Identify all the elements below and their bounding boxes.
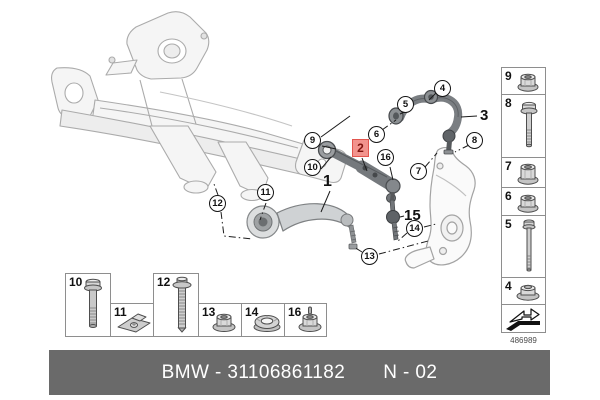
callout-11[interactable]: 11 xyxy=(257,184,274,201)
cell-number: 7 xyxy=(505,159,512,173)
bottom-cell-14[interactable]: 14 xyxy=(241,303,285,337)
sidebar-cell-6[interactable]: 6 xyxy=(501,187,546,216)
callout-13[interactable]: 13 xyxy=(361,248,378,265)
callout-6[interactable]: 6 xyxy=(368,126,385,143)
tension-strut-drawing xyxy=(246,203,358,250)
sidebar-cell-9[interactable]: 9 xyxy=(501,67,546,95)
bottom-cell-10[interactable]: 10 xyxy=(65,273,111,337)
hex-flange-bolt-icon xyxy=(80,276,108,334)
self-locking-nut-icon xyxy=(514,280,542,302)
sidebar-cell-8[interactable]: 8 xyxy=(501,94,546,158)
callout-8[interactable]: 8 xyxy=(466,132,483,149)
flange-screw-icon xyxy=(168,276,196,334)
ring-nut-icon xyxy=(252,310,282,334)
camber-arm-drawing xyxy=(317,140,401,200)
callout-10[interactable]: 10 xyxy=(304,159,321,176)
bottom-cell-12[interactable]: 12 xyxy=(153,273,199,337)
leader-lines xyxy=(213,91,478,255)
cell-number: 12 xyxy=(157,275,171,289)
stabilizer-link-drawing xyxy=(386,193,400,241)
highlighted-callout-2[interactable]: 2 xyxy=(352,139,369,157)
cell-number: 11 xyxy=(114,305,127,319)
collar-nut-icon xyxy=(515,160,541,186)
bottom-cell-13[interactable]: 13 xyxy=(198,303,242,337)
cell-number: 9 xyxy=(505,69,512,83)
cell-number: 10 xyxy=(69,275,83,289)
part-label-1[interactable]: 1 xyxy=(323,173,332,190)
cell-number: 16 xyxy=(288,305,302,319)
direction-of-travel-arrow-icon xyxy=(504,306,544,332)
callout-12[interactable]: 12 xyxy=(209,195,226,212)
swivel-bearing-drawing xyxy=(404,147,476,269)
footer-part-number: BMW - 31106861182 xyxy=(161,361,346,383)
cell-number: 14 xyxy=(245,305,259,319)
callout-9[interactable]: 9 xyxy=(304,132,321,149)
sidebar-cell-7[interactable]: 7 xyxy=(501,157,546,188)
footer-bar: BMW - 31106861182 N - 02 xyxy=(49,350,550,395)
flange-nut-icon xyxy=(515,190,541,214)
callout-5[interactable]: 5 xyxy=(397,96,414,113)
callout-7[interactable]: 7 xyxy=(410,163,427,180)
long-bolt-icon xyxy=(520,218,538,276)
callout-16[interactable]: 16 xyxy=(377,149,394,166)
callout-14[interactable]: 14 xyxy=(406,220,423,237)
part-label-15[interactable]: 15 xyxy=(404,207,421,224)
cell-number: 8 xyxy=(505,96,512,110)
part-label-3[interactable]: 3 xyxy=(480,107,489,124)
sidebar-cell-4[interactable]: 4 xyxy=(501,277,546,305)
cell-number: 4 xyxy=(505,279,512,293)
flange-nut-icon xyxy=(210,308,238,334)
bottom-cell-11[interactable]: 11 xyxy=(110,303,154,337)
front-axle-subframe-drawing xyxy=(51,11,347,202)
ball-joint-nut-icon xyxy=(296,306,324,334)
sidebar-cell-5[interactable]: 5 xyxy=(501,215,546,278)
clamp-bracket-icon xyxy=(115,310,155,334)
callout-4[interactable]: 4 xyxy=(434,80,451,97)
figure-number: 486989 xyxy=(510,336,537,345)
cell-number: 13 xyxy=(202,305,216,319)
flange-bolt-icon xyxy=(518,100,540,152)
footer-page-code: N - 02 xyxy=(383,361,438,383)
bottom-cell-16[interactable]: 16 xyxy=(284,303,327,337)
cell-number: 6 xyxy=(505,189,512,203)
flange-nut-icon xyxy=(515,69,541,93)
sidebar-cell-arrow xyxy=(501,304,546,333)
cell-number: 5 xyxy=(505,217,512,231)
